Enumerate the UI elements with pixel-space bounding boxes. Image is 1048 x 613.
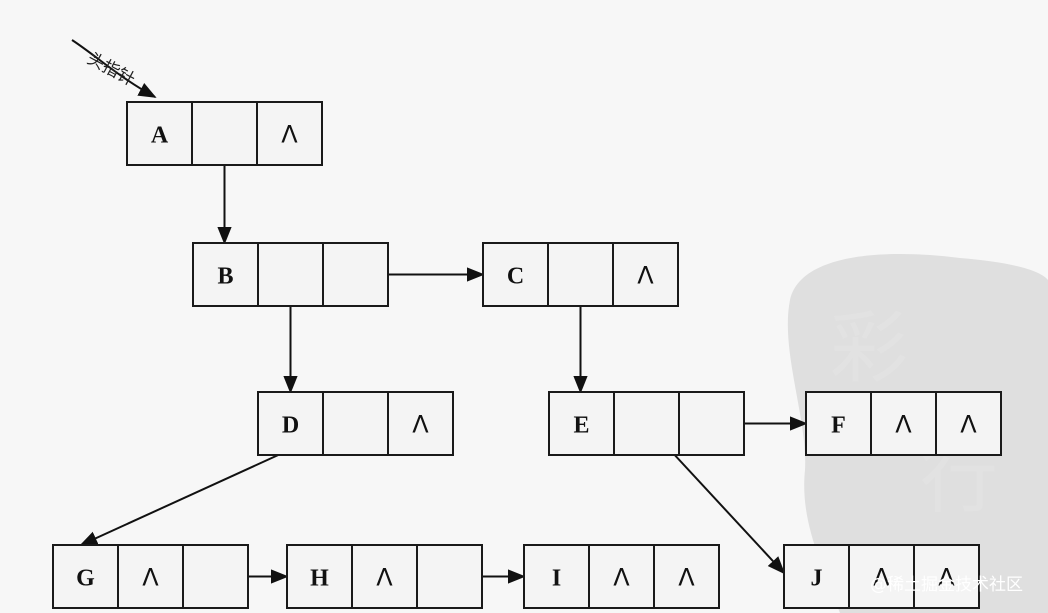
node-label: C (507, 264, 524, 290)
node-pointer-field: Λ (895, 411, 912, 439)
node-box (257, 391, 454, 456)
node-label: B (217, 264, 233, 290)
node-label: A (151, 123, 169, 149)
edges-layer (79, 132, 808, 584)
node-pointer-field: Λ (142, 564, 159, 592)
node-box (286, 544, 483, 609)
node-pointer-field: Λ (376, 564, 393, 592)
node-pointer-field: Λ (960, 411, 977, 439)
node-pointer-field: Λ (938, 564, 955, 592)
node-pointer-field: Λ (678, 564, 695, 592)
watermark-text: @稀土掘金技术社区 (870, 575, 1023, 595)
node-pointer-field: Λ (412, 411, 429, 439)
node-box (126, 101, 323, 166)
node-box (783, 544, 980, 609)
node-label: G (76, 566, 95, 592)
node-box (523, 544, 720, 609)
node-label: J (811, 566, 823, 592)
node-box (52, 544, 249, 609)
node-pointer-field: Λ (613, 564, 630, 592)
node-box (805, 391, 1002, 456)
head-pointer-label: 头指针 (84, 49, 138, 91)
head-pointer-arrow (71, 39, 157, 98)
node-label: E (573, 413, 589, 439)
node-box (192, 242, 389, 307)
node-pointer-field: Λ (873, 564, 890, 592)
head-pointer: 头指针 (71, 39, 157, 98)
node-e: E (548, 391, 745, 456)
node-label: H (310, 566, 329, 592)
node-label: D (282, 413, 299, 439)
node-label: F (831, 413, 846, 439)
node-pointer-field: Λ (637, 262, 654, 290)
watermark-caption: @稀土掘金技术社区 (870, 575, 1023, 595)
node-pointer-field: Λ (281, 121, 298, 149)
node-box (548, 391, 745, 456)
node-label: I (552, 566, 561, 592)
node-b: B (192, 242, 389, 307)
watermark-glyph-1: 彩 (830, 304, 908, 394)
node-box (482, 242, 679, 307)
